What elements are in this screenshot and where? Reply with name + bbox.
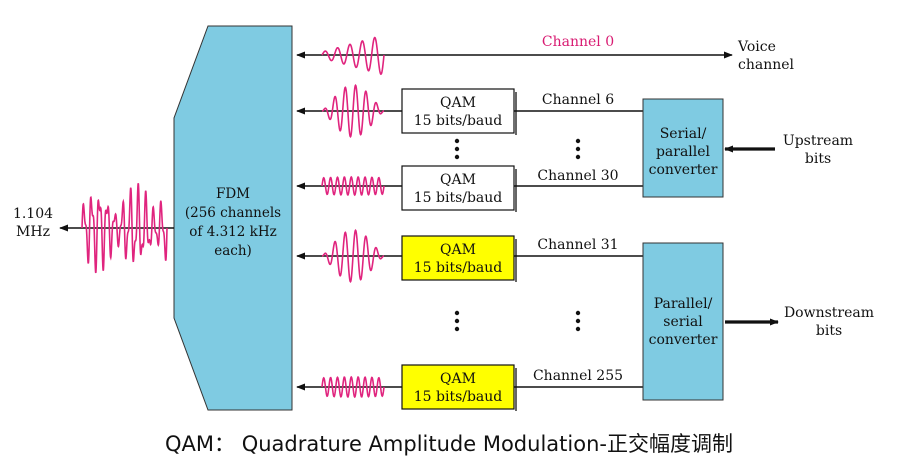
channel0-wave (321, 36, 385, 76)
svg-text:serial: serial (663, 314, 703, 330)
svg-text:15 bits/baud: 15 bits/baud (414, 190, 503, 206)
qam-box-channel31 (401, 235, 515, 281)
channel30-wave (321, 175, 385, 197)
channel31-label: Channel 31 (537, 237, 618, 253)
channel255-label: Channel 255 (533, 368, 623, 384)
qam-text-channel6: QAM 15 bits/baud (414, 95, 503, 129)
fdm-block (173, 25, 293, 411)
composite-wave (81, 183, 168, 274)
svg-text:Parallel/: Parallel/ (654, 296, 713, 312)
qam-box-channel6 (401, 88, 515, 134)
channel6-wave (321, 83, 385, 139)
parallel-serial-label: Parallel/ serial converter (649, 296, 718, 348)
svg-text:parallel: parallel (656, 144, 711, 160)
channel30-label: Channel 30 (537, 168, 618, 184)
upstream-bits-label: Upstream bits (783, 133, 853, 167)
svg-text:Serial/: Serial/ (660, 126, 707, 142)
svg-text:QAM: QAM (440, 172, 476, 188)
channel31-wave (321, 228, 385, 284)
qam-box-channel255 (401, 364, 515, 410)
svg-text:(256 channels: (256 channels (185, 205, 281, 221)
svg-text:bits: bits (816, 323, 842, 339)
svg-text:MHz: MHz (16, 224, 50, 240)
qam-text-channel255: QAM 15 bits/baud (414, 371, 503, 405)
svg-text:Upstream: Upstream (783, 133, 853, 149)
ellipsis-upstream-right (575, 138, 581, 160)
svg-text:Voice: Voice (737, 39, 776, 55)
downstream-bits-label: Downstream bits (784, 305, 874, 339)
svg-text:15 bits/baud: 15 bits/baud (414, 113, 503, 129)
svg-text:1.104: 1.104 (13, 206, 53, 222)
svg-text:FDM: FDM (216, 186, 250, 202)
ellipsis-downstream-left (454, 310, 460, 332)
fdm-label: FDM (256 channels of 4.312 kHz each) (185, 186, 281, 259)
channel0-label: Channel 0 (542, 34, 614, 50)
ellipsis-upstream-left (454, 138, 460, 160)
qam-text-channel30: QAM 15 bits/baud (414, 172, 503, 206)
svg-text:QAM: QAM (440, 371, 476, 387)
svg-text:of 4.312 kHz: of 4.312 kHz (189, 224, 276, 240)
svg-text:each): each) (214, 243, 252, 259)
svg-text:bits: bits (805, 151, 831, 167)
svg-text:converter: converter (649, 162, 718, 178)
serial-parallel-label: Serial/ parallel converter (649, 126, 718, 178)
svg-text:converter: converter (649, 332, 718, 348)
qam-box-channel30 (401, 165, 515, 211)
svg-text:15 bits/baud: 15 bits/baud (414, 389, 503, 405)
parallel-serial-converter (642, 242, 724, 401)
voice-channel-label: Voice channel (737, 39, 795, 73)
serial-parallel-converter (642, 98, 724, 198)
svg-text:Downstream: Downstream (784, 305, 874, 321)
svg-text:15 bits/baud: 15 bits/baud (414, 260, 503, 276)
caption: QAM： Quadrature Amplitude Modulation-正交幅… (165, 432, 733, 456)
frequency-label: 1.104 MHz (13, 206, 53, 240)
channel255-wave (321, 375, 385, 399)
channel6-label: Channel 6 (542, 92, 614, 108)
qam-text-channel31: QAM 15 bits/baud (414, 242, 503, 276)
svg-text:QAM: QAM (440, 95, 476, 111)
svg-text:channel: channel (738, 57, 795, 73)
ellipsis-downstream-right (575, 310, 581, 332)
svg-text:QAM: QAM (440, 242, 476, 258)
